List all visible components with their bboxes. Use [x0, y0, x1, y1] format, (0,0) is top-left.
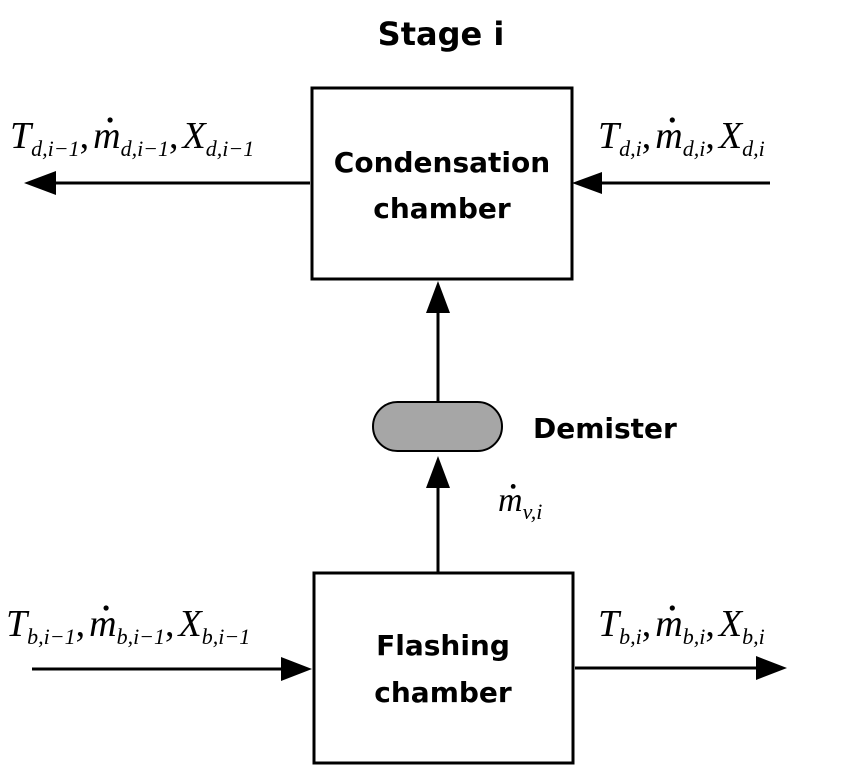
svg-text:Td,i,md,i,Xd,i: Td,i,md,i,Xd,i	[598, 115, 765, 161]
brine-outlet-label: Tb,i,mb,i,Xb,i	[598, 603, 765, 649]
flashing-chamber-box	[312, 571, 575, 765]
condensation-chamber-label-line2: chamber	[373, 192, 511, 225]
demister-label: Demister	[533, 412, 677, 445]
distillate-inlet-arrow	[572, 172, 770, 194]
flashing-chamber-label-line2: chamber	[374, 676, 512, 709]
flashing-chamber-label-line1: Flashing	[376, 629, 510, 662]
distillate-outlet-arrow	[24, 171, 310, 195]
brine-outlet-arrow	[575, 656, 787, 680]
vapor-arrow-upper	[426, 281, 450, 402]
distillate-outlet-label: Td,i−1,md,i−1,Xd,i−1	[10, 115, 254, 161]
vapor-flow-label: mv,i	[498, 482, 542, 524]
svg-text:Td,i−1,md,i−1,Xd,i−1: Td,i−1,md,i−1,Xd,i−1	[10, 115, 254, 161]
svg-text:Tb,i,mb,i,Xb,i: Tb,i,mb,i,Xb,i	[598, 603, 765, 649]
vapor-arrow-lower	[426, 456, 450, 572]
brine-inlet-label: Tb,i−1,mb,i−1,Xb,i−1	[6, 603, 250, 649]
svg-text:Tb,i−1,mb,i−1,Xb,i−1: Tb,i−1,mb,i−1,Xb,i−1	[6, 603, 250, 649]
brine-inlet-arrow	[32, 657, 312, 681]
condensation-chamber-box	[310, 86, 574, 281]
svg-text:mv,i: mv,i	[498, 482, 542, 524]
condensation-chamber-label-line1: Condensation	[334, 146, 550, 179]
stage-title: Stage i	[378, 15, 505, 53]
demister-element	[372, 401, 503, 452]
distillate-inlet-label: Td,i,md,i,Xd,i	[598, 115, 765, 161]
